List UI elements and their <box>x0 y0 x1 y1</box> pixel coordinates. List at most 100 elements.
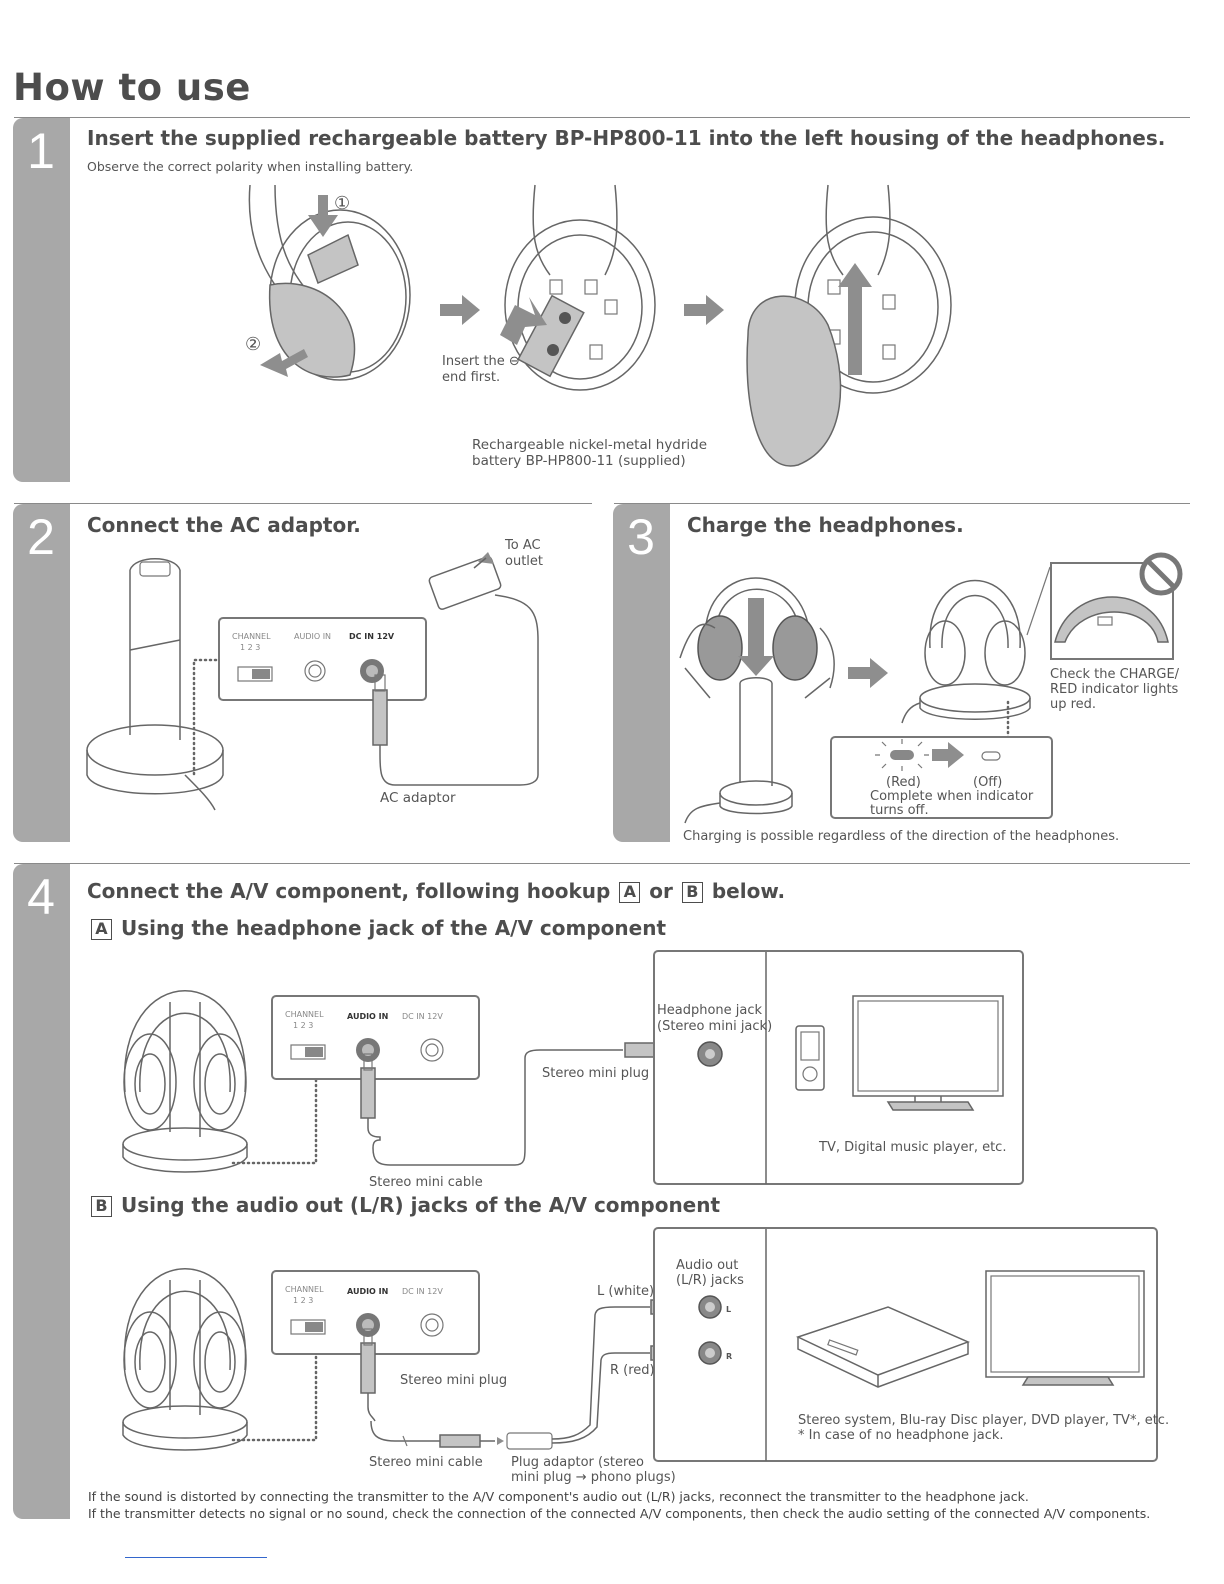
step-1-bar: 1 <box>13 118 70 482</box>
b-jack-r-label: R <box>726 1352 733 1361</box>
step-4-bar: 4 <box>13 864 70 1519</box>
page-title: How to use <box>13 66 251 109</box>
hookup-b-heading-text: Using the audio out (L/R) jacks of the A… <box>120 1193 721 1217</box>
divider <box>14 117 1190 118</box>
panel-dc-in-label: DC IN 12V <box>402 1012 443 1021</box>
a-plug-label: Stereo mini plug <box>542 1066 650 1081</box>
outlet-label-line-2: outlet <box>505 554 543 569</box>
b-jacks-label-line-1: Audio out <box>676 1258 739 1273</box>
hookup-a-key: A <box>91 919 112 940</box>
footnote-1: If the sound is distorted by connecting … <box>88 1489 1029 1504</box>
hookup-a-key: A <box>619 882 641 903</box>
b-devices-label-line-2: * In case of no headphone jack. <box>798 1428 1004 1443</box>
b-white-label: L (white) <box>597 1284 655 1299</box>
b-jack-l-label: L <box>726 1305 732 1314</box>
panel-channel-label: CHANNEL <box>285 1285 324 1294</box>
panel-channel-label: CHANNEL <box>285 1010 324 1019</box>
arrow-right-icon <box>848 658 888 688</box>
mark-1: ① <box>334 193 351 214</box>
hookup-b-heading: B Using the audio out (L/R) jacks of the… <box>89 1193 720 1217</box>
a-jack-label-line-2: (Stereo mini jack) <box>657 1019 773 1034</box>
hookup-b-key: B <box>91 1196 112 1217</box>
panel-dc-in-label: DC IN 12V <box>349 632 395 641</box>
a-devices-label: TV, Digital music player, etc. <box>819 1140 1007 1155</box>
b-red-label: R (red) <box>610 1363 655 1378</box>
panel-channel-nums: 1 2 3 <box>293 1021 313 1030</box>
b-device-box <box>653 1227 1158 1462</box>
step-3-heading: Charge the headphones. <box>687 513 964 537</box>
step-4-heading: Connect the A/V component, following hoo… <box>87 879 785 903</box>
charging-note: Charging is possible regardless of the d… <box>683 829 1120 844</box>
insert-note-line-2: end first. <box>442 370 501 385</box>
divider <box>14 503 592 504</box>
step-4-heading-or: or <box>649 879 673 903</box>
step-2-number: 2 <box>27 509 55 565</box>
prohibited-icon <box>1139 552 1183 596</box>
divider <box>14 863 1190 864</box>
ac-adaptor-cable <box>372 552 539 786</box>
hookup-a-heading-text: Using the headphone jack of the A/V comp… <box>120 916 667 940</box>
headphones-on-stand-illustration <box>901 579 1031 724</box>
panel-audio-in-label: AUDIO IN <box>347 1012 388 1021</box>
insert-note-line-1: Insert the ⊖ <box>442 354 520 369</box>
b-devices-label-line-1: Stereo system, Blu-ray Disc player, DVD … <box>798 1413 1170 1428</box>
step-1-number: 1 <box>27 123 55 179</box>
panel-audio-in-label: AUDIO IN <box>347 1287 388 1296</box>
step-4-heading-post: below. <box>711 879 786 903</box>
step-1-heading: Insert the supplied rechargeable battery… <box>87 126 1166 150</box>
check-note-line-2: RED indicator lights <box>1050 682 1179 697</box>
complete-note-line-2: turns off. <box>870 803 929 818</box>
b-plug-label: Stereo mini plug <box>400 1373 508 1388</box>
check-note-line-1: Check the CHARGE/ <box>1050 667 1180 682</box>
dotted-leader <box>230 1073 318 1165</box>
a-jack-label-line-1: Headphone jack <box>657 1003 763 1018</box>
battery-cover-removal-illustration <box>248 184 411 381</box>
ac-adaptor-caption: AC adaptor <box>380 790 456 806</box>
placing-headphones-illustration <box>679 577 835 824</box>
rear-panel-illustration: CHANNEL 1 2 3 AUDIO IN DC IN 12V <box>218 617 427 701</box>
rear-panel-b: CHANNEL 1 2 3 AUDIO IN DC IN 12V <box>271 1270 480 1355</box>
check-note-line-3: up red. <box>1050 697 1097 712</box>
panel-dc-in-label: DC IN 12V <box>402 1287 443 1296</box>
dotted-leader <box>1006 700 1010 740</box>
step-4-number: 4 <box>27 869 55 925</box>
outlet-label-line-1: To AC <box>505 538 541 553</box>
step-4-heading-pre: Connect the A/V component, following hoo… <box>87 879 611 903</box>
rear-panel-a: CHANNEL 1 2 3 AUDIO IN DC IN 12V <box>271 995 480 1080</box>
arrow-right-icon <box>684 295 724 325</box>
b-adaptor-label-line-2: mini plug → phono plugs) <box>511 1470 676 1485</box>
panel-channel-label: CHANNEL <box>232 632 271 641</box>
battery-caption-line-2: battery BP-HP800-11 (supplied) <box>472 453 686 469</box>
red-label: (Red) <box>886 775 921 790</box>
transmitter-stand-illustration <box>86 558 224 811</box>
battery-caption-line-1: Rechargeable nickel-metal hydride <box>472 437 708 453</box>
complete-note-line-1: Complete when indicator <box>870 789 1034 804</box>
dotted-leader <box>192 658 218 780</box>
b-cable-label: Stereo mini cable <box>369 1455 483 1470</box>
step-2-bar: 2 <box>13 504 70 842</box>
divider <box>614 503 1190 504</box>
mark-2: ② <box>245 334 262 355</box>
panel-channel-nums: 1 2 3 <box>293 1296 313 1305</box>
panel-channel-nums: 1 2 3 <box>240 643 260 652</box>
arrow-right-icon <box>440 295 480 325</box>
a-device-box <box>653 950 1024 1185</box>
step-2-heading: Connect the AC adaptor. <box>87 513 361 537</box>
dotted-leader <box>230 1350 318 1442</box>
step-3-bar: 3 <box>613 504 670 842</box>
off-label: (Off) <box>973 775 1003 790</box>
battery-cover-close-illustration <box>746 184 952 467</box>
hookup-a-heading: A Using the headphone jack of the A/V co… <box>89 916 666 940</box>
step-1-note: Observe the correct polarity when instal… <box>87 159 414 174</box>
headphones-on-stand-a <box>122 990 248 1173</box>
a-cable-label: Stereo mini cable <box>369 1175 483 1190</box>
callout-leader <box>1026 566 1051 636</box>
step-3-number: 3 <box>627 509 655 565</box>
battery-insert-illustration <box>500 184 656 391</box>
indicator-box <box>830 736 1053 819</box>
panel-audio-in-label: AUDIO IN <box>294 632 331 641</box>
footer-rule <box>125 1557 267 1558</box>
b-adaptor-label-line-1: Plug adaptor (stereo <box>511 1455 644 1470</box>
hookup-b-key: B <box>681 882 703 903</box>
headphones-on-stand-b <box>122 1268 248 1451</box>
